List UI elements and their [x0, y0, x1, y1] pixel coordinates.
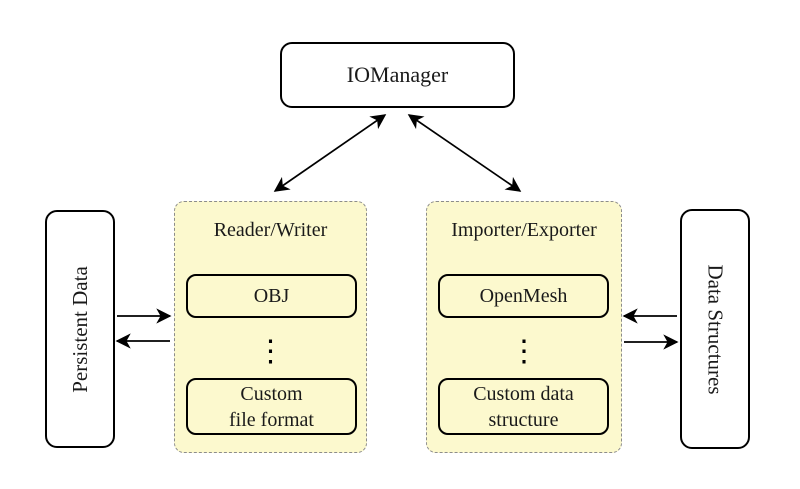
persistent-data-label: Persistent Data [67, 265, 92, 393]
importer-exporter-title: Importer/Exporter [451, 219, 597, 241]
vertical-ellipsis: ⋮ [509, 333, 539, 369]
iomanager-box: IOManager [280, 42, 515, 108]
custom-file-format-label: Custom file format [229, 382, 314, 431]
data-structures-box: Data Structures [680, 209, 750, 449]
persistent-data-box: Persistent Data [45, 210, 115, 448]
arrow-iomanager-importerexporter [407, 114, 522, 192]
reader-writer-title: Reader/Writer [213, 219, 328, 241]
arrow-iomanager-readerwriter [273, 114, 387, 192]
vertical-ellipsis: ⋮ [255, 333, 286, 369]
custom-data-structure-label: Custom data structure [473, 382, 574, 431]
obj-box: OBJ [186, 274, 357, 318]
custom-data-structure-box: Custom data structure [438, 378, 609, 435]
reader-writer-panel: Reader/Writer OBJ ⋮ Custom file format [174, 201, 367, 453]
iomanager-label: IOManager [346, 62, 449, 87]
custom-file-format-box: Custom file format [186, 378, 357, 435]
openmesh-box: OpenMesh [438, 274, 609, 318]
data-structures-label: Data Structures [703, 263, 728, 395]
obj-label: OBJ [253, 284, 290, 307]
importer-exporter-panel: Importer/Exporter OpenMesh ⋮ Custom data… [426, 201, 622, 453]
openmesh-label: OpenMesh [479, 284, 568, 307]
